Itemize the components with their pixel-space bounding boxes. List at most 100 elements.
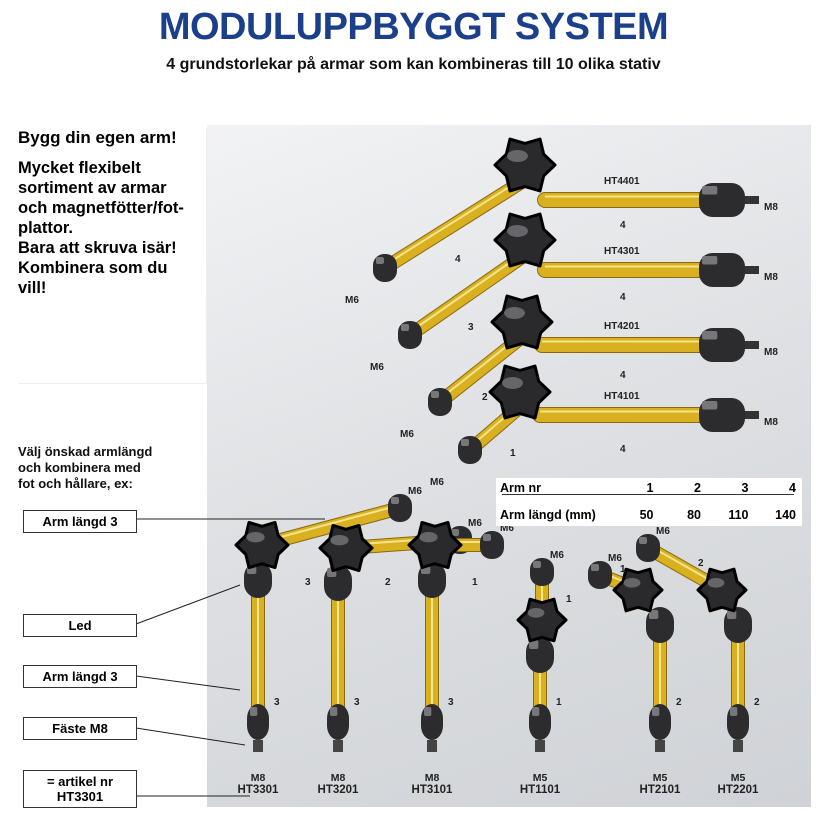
arm-length-number: 1 <box>510 448 516 459</box>
table-cell: 80 <box>687 508 701 522</box>
knob-highlight <box>707 578 725 588</box>
callout-mount: Fäste M8 <box>23 717 137 740</box>
table-cell: 140 <box>775 508 796 522</box>
arm-length-table: Arm nr 1 2 3 4 Arm längd (mm) 50 80 110 … <box>496 478 802 526</box>
page-title: MODULUPPBYGGT SYSTEM <box>158 6 669 48</box>
thread-label: M8 <box>764 272 778 283</box>
knob <box>493 212 557 268</box>
thread-stud <box>253 740 263 752</box>
knob-highlight <box>504 307 525 319</box>
clamp-highlight <box>376 257 384 264</box>
choose-line: fot och hållare, ex: <box>18 476 133 491</box>
arm-length-number: 2 <box>698 558 704 569</box>
article-code: HT1101 <box>519 784 561 796</box>
callout-article: = artikel nr HT3301 <box>23 770 137 808</box>
arm-length-number: 3 <box>274 697 280 708</box>
knob <box>493 137 557 193</box>
arm-length-number: 1 <box>556 697 562 708</box>
arm-highlight <box>261 504 401 543</box>
clamp-highlight <box>431 391 439 398</box>
thread-stud <box>733 740 743 752</box>
clamp-highlight <box>250 707 258 716</box>
choose-line: Välj önskad armlängd <box>18 444 153 459</box>
arm-code: HT4101 <box>604 391 640 402</box>
thread-stud <box>333 740 343 752</box>
article-code: HT3301 <box>237 784 279 796</box>
clamp-highlight <box>401 324 409 331</box>
clamp-highlight <box>330 707 338 716</box>
arm-length-number: 3 <box>354 697 360 708</box>
knob-highlight <box>527 608 545 618</box>
arm-length-number: 4 <box>455 254 461 265</box>
table-row: Arm längd (mm) 50 80 110 140 <box>500 508 796 522</box>
arm-tube <box>379 174 531 274</box>
knob <box>516 597 568 643</box>
clamp-highlight <box>591 564 599 571</box>
arm-code: HT4201 <box>604 321 640 332</box>
arm-length-number: 1 <box>472 577 478 588</box>
thread-label: M8 <box>764 347 778 358</box>
arm-length-number: 2 <box>385 577 391 588</box>
article-code: HT2101 <box>639 784 681 796</box>
intro-line: Mycket flexibelt <box>18 159 141 177</box>
thread-label: M8 <box>764 202 778 213</box>
clamp-highlight <box>730 707 738 716</box>
callout-line <box>135 727 246 746</box>
thread-label: M6 <box>468 518 482 529</box>
knob-highlight <box>507 225 528 237</box>
callout-arm-length-upper: Arm längd 3 <box>23 510 137 533</box>
thread-stud <box>427 740 437 752</box>
intro-line: Bara att skruva isär! <box>18 239 177 257</box>
thread-label: M5 <box>652 772 668 784</box>
clamp-highlight <box>702 331 718 340</box>
table-divider <box>502 494 794 495</box>
intro-line: plattor. <box>18 219 74 237</box>
thread-label: M6 <box>550 550 564 561</box>
clamp-highlight <box>649 610 659 619</box>
clamp-highlight <box>451 529 459 536</box>
arm-tube <box>256 502 406 551</box>
table-header: 3 <box>741 481 749 495</box>
knob-highlight <box>502 377 523 389</box>
intro-heading: Bygg din egen arm! <box>18 128 177 147</box>
callout-line <box>135 584 241 625</box>
article-code: HT3101 <box>411 784 453 796</box>
thread-label: M6 <box>408 486 422 497</box>
clamp-highlight <box>533 561 541 568</box>
table-header: 1 <box>646 481 654 495</box>
thread-label: M6 <box>608 553 622 564</box>
table-header: 4 <box>789 481 796 495</box>
arm-length-number: 2 <box>754 697 760 708</box>
table-header: Arm nr <box>500 481 541 495</box>
intro-line: och magnetfötter/fot- <box>18 199 184 217</box>
thread-stud <box>655 740 665 752</box>
arm-code: HT4301 <box>604 246 640 257</box>
clamp-highlight <box>483 534 491 541</box>
thread-label: M5 <box>532 772 548 784</box>
article-code: HT2201 <box>717 784 759 796</box>
clamp-highlight <box>652 707 660 716</box>
intro-text: Bygg din egen arm! Mycket flexibelt sort… <box>18 128 207 384</box>
thread-stud <box>745 411 759 419</box>
intro-line: Kombinera som du <box>18 259 168 277</box>
arm-length-number: 3 <box>468 322 474 333</box>
arm-highlight <box>384 176 526 266</box>
arm-length-number: 1 <box>620 564 626 575</box>
table-cell: Arm längd (mm) <box>500 508 596 522</box>
thread-label: M6 <box>430 477 444 488</box>
arm-length-number: 3 <box>305 577 311 588</box>
callout-joint: Led <box>23 614 137 637</box>
arm-length-number: 4 <box>620 370 626 381</box>
knob-highlight <box>507 150 528 162</box>
arm-tube <box>404 249 531 341</box>
clamp-highlight <box>391 497 399 504</box>
knob-highlight <box>623 578 641 588</box>
arm-length-number: 4 <box>620 444 626 455</box>
table-cell: 110 <box>728 508 749 522</box>
intro-line: sortiment av armar <box>18 179 167 197</box>
